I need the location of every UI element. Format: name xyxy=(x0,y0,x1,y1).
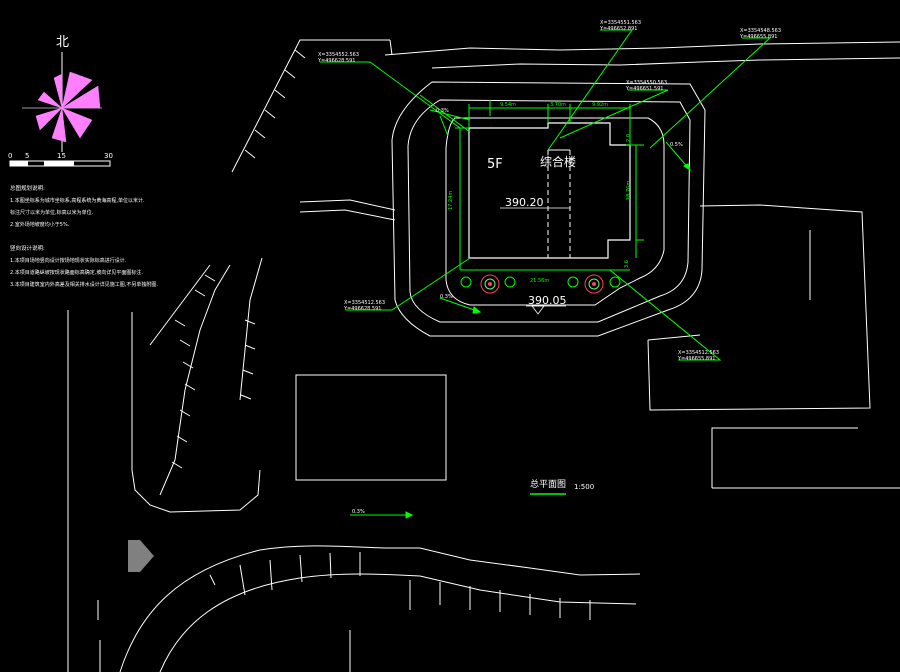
building-footprint: 5F 综合楼 390.20 xyxy=(468,122,631,259)
dim-right-top: 2.0 xyxy=(626,134,632,142)
dim-top-2: 3.70m xyxy=(550,102,566,108)
coord-1-y: Y=496628.591 xyxy=(317,58,355,64)
coord-3-y: Y=496655.891 xyxy=(739,34,777,40)
entrance-arrow-icon xyxy=(128,540,154,572)
scale-tick-5: 5 xyxy=(25,152,29,160)
slope-arrows xyxy=(350,115,691,519)
note-line: 标注尺寸以米为单位,标高以米为单位. xyxy=(10,209,94,216)
drawing-scale: 1:500 xyxy=(574,483,594,491)
dim-right: 18.76m xyxy=(626,181,632,200)
dimension-lines xyxy=(455,100,644,271)
scale-tick-0: 0 xyxy=(8,152,12,160)
note-line: 1.本项目场地竖向设计按场地现状实际标高进行设计. xyxy=(10,257,127,264)
slope-1: 0.3% xyxy=(440,294,453,300)
note-line: 3.本项目建筑室内外高差及相关排水设计详见施工图,不另单独附图. xyxy=(10,281,158,288)
dim-top-3: 9.92m xyxy=(592,102,608,108)
wind-rose-icon xyxy=(35,71,101,143)
coord-1-x: X=3354552.563 xyxy=(318,52,359,58)
scale-tick-30: 30 xyxy=(104,152,113,160)
dim-bottom: 21.56m xyxy=(530,278,549,284)
coordinate-leaders xyxy=(320,29,772,361)
design-notes: 总图规划说明: 1.本图坐标系为城市坐标系,高程系统为黄海高程,单位以米计. 标… xyxy=(10,184,158,288)
scale-bar: 0 5 15 30 xyxy=(8,152,113,167)
coord-2-x: X=3354551.563 xyxy=(600,20,641,26)
dim-right-small: 3.6 xyxy=(624,260,630,268)
note-line: 1.本图坐标系为城市坐标系,高程系统为黄海高程,单位以米计. xyxy=(10,197,145,204)
note-line: 2.本项目道路纵坡按现状路面标高确定,坡向详见平面图标注. xyxy=(10,269,143,276)
slope-3: 0.3% xyxy=(352,509,365,515)
coord-4-x: X=3354550.563 xyxy=(626,80,667,86)
tree-icon xyxy=(584,274,604,294)
coord-2-y: Y=496652.891 xyxy=(599,26,637,32)
slope-4: 0.3% xyxy=(436,108,449,114)
scale-tick-15: 15 xyxy=(57,152,66,160)
drawing-title-block: 总平面图 1:500 xyxy=(530,478,594,495)
entrance-elevation: 390.05 xyxy=(528,294,567,307)
coord-3-x: X=3354548.563 xyxy=(740,28,781,34)
landscape-trees xyxy=(460,274,621,294)
notes-title-2: 竖向设计说明: xyxy=(10,244,45,252)
tree-icon xyxy=(480,274,500,294)
slope-labels: 0.3% 0.5% 0.3% 0.3% xyxy=(352,108,683,515)
dim-top-1: 9.54m xyxy=(500,102,516,108)
coord-6-x: X=3354512.563 xyxy=(678,350,719,356)
drawing-title: 总平面图 xyxy=(530,478,566,490)
coord-5-x: X=3354512.563 xyxy=(344,300,385,306)
coord-4-y: Y=496651.591 xyxy=(625,86,663,92)
coordinate-labels: X=3354552.563 Y=496628.591 X=3354551.563… xyxy=(317,20,781,362)
slope-hatching xyxy=(97,49,591,672)
surrounding-linework xyxy=(67,39,900,672)
coord-6-y: Y=496655.891 xyxy=(677,356,715,362)
note-line: 2.室外场地坡度均小于5%. xyxy=(10,221,70,228)
building-floors: 5F xyxy=(487,157,503,172)
dim-left: 17.24m xyxy=(448,191,454,210)
compass-rose: 北 xyxy=(22,35,102,152)
coord-5-y: Y=496628.591 xyxy=(343,306,381,312)
entrance-elevation-marker: 390.05 xyxy=(526,294,567,315)
north-label: 北 xyxy=(56,35,69,50)
building-name: 综合楼 xyxy=(540,154,576,169)
site-boundary xyxy=(391,81,706,337)
dimension-labels: 9.54m 3.70m 9.92m 21.56m 17.24m 18.76m 3… xyxy=(448,102,632,284)
notes-title-1: 总图规划说明: xyxy=(10,184,45,192)
slope-2: 0.5% xyxy=(670,142,683,148)
floor-elevation: 390.20 xyxy=(505,196,544,209)
